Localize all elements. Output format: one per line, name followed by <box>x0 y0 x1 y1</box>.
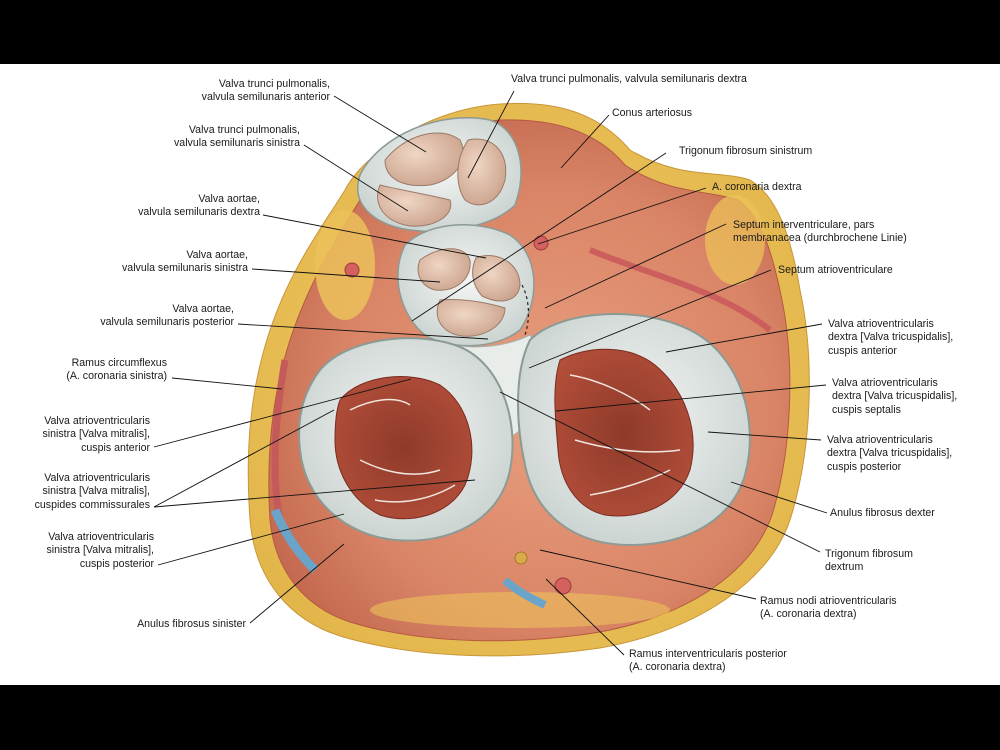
label-trig-sin: Trigonum fibrosum sinistrum <box>679 145 812 158</box>
leader-lines <box>153 90 828 656</box>
pulmonary-valve <box>357 117 522 233</box>
label-line: A. coronaria dextra <box>712 181 802 193</box>
label-line: (A. coronaria dextra) <box>629 661 726 674</box>
label-line: Trigonum fibrosum <box>825 548 913 560</box>
label-line: Valva atrioventricularis <box>44 472 150 484</box>
label-line: Ramus interventricularis posterior <box>629 648 787 660</box>
top-black-band <box>0 0 1000 64</box>
label-circumflexus: Ramus circumflexus (A. coronaria sinistr… <box>0 357 167 384</box>
label-line: valvula semilunaris sinistra <box>122 262 248 275</box>
label-coronaria-dextra: A. coronaria dextra <box>712 181 802 194</box>
label-line: dextrum <box>825 561 864 574</box>
label-mitr-commiss: Valva atrioventricularis sinistra [Valva… <box>0 472 150 512</box>
label-line: dextra [Valva tricuspidalis], <box>832 390 958 403</box>
label-line: Anulus fibrosus dexter <box>830 507 935 519</box>
label-line: Valva aortae, <box>186 249 248 261</box>
interventricular-artery <box>554 577 572 595</box>
label-line: Valva atrioventricularis <box>828 318 934 330</box>
label-line: (A. coronaria sinistra) <box>66 370 167 383</box>
label-anulus-dexter: Anulus fibrosus dexter <box>830 507 935 520</box>
label-septum-av: Septum atrioventriculare <box>778 264 893 277</box>
label-line: Trigonum fibrosum sinistrum <box>679 145 813 157</box>
label-line: valvula semilunaris anterior <box>201 91 330 104</box>
label-line: Valva atrioventricularis <box>832 377 938 389</box>
label-line: Valva atrioventricularis <box>827 434 933 446</box>
label-line: Conus arteriosus <box>612 107 693 119</box>
label-pulm-sinistra: Valva trunci pulmonalis, valvula semilun… <box>110 124 300 151</box>
label-line: Ramus circumflexus <box>71 357 167 369</box>
label-line: Valva trunci pulmonalis, <box>218 78 330 90</box>
bottom-black-band <box>0 685 1000 750</box>
tricuspid-valve <box>517 312 751 547</box>
label-line: dextra [Valva tricuspidalis], <box>828 331 954 344</box>
fat-patch-left <box>315 210 375 320</box>
label-tric-septalis: Valva atrioventricularis dextra [Valva t… <box>832 377 957 417</box>
left-coronary-artery <box>344 262 360 278</box>
label-line: sinistra [Valva mitralis], <box>42 485 150 498</box>
label-line: Valva atrioventricularis <box>44 415 150 427</box>
label-line: cuspis anterior <box>828 344 897 357</box>
label-line: Valva aortae, <box>198 193 260 205</box>
label-mitr-anterior: Valva atrioventricularis sinistra [Valva… <box>0 415 150 455</box>
fat-patch-right <box>705 195 765 285</box>
label-line: sinistra [Valva mitralis], <box>42 428 150 441</box>
label-line: Anulus fibrosus sinister <box>137 618 246 630</box>
label-line: Septum atrioventriculare <box>778 264 893 276</box>
label-aort-posterior: Valva aortae, valvula semilunaris poster… <box>44 303 234 330</box>
label-line: sinistra [Valva mitralis], <box>46 544 154 557</box>
membranous-septum-dashed <box>521 284 529 336</box>
label-anulus-sinister: Anulus fibrosus sinister <box>60 618 246 631</box>
right-coronary-groove <box>588 247 772 333</box>
label-line: Septum interventriculare, pars <box>733 219 875 231</box>
label-pulm-dextra: Valva trunci pulmonalis, valvula semilun… <box>511 73 747 86</box>
label-pulm-anterior: Valva trunci pulmonalis, valvula semilun… <box>140 78 330 105</box>
label-line: cuspis posterior <box>827 460 902 473</box>
label-ramus-interv: Ramus interventricularis posterior (A. c… <box>629 648 787 675</box>
label-line: membranacea (durchbrochene Linie) <box>733 232 907 245</box>
label-tric-anterior: Valva atrioventricularis dextra [Valva t… <box>828 318 953 358</box>
label-aort-dextra: Valva aortae, valvula semilunaris dextra <box>70 193 260 220</box>
label-line: cuspis septalis <box>832 403 901 416</box>
label-conus: Conus arteriosus <box>612 107 692 120</box>
label-line: Valva atrioventricularis <box>48 531 154 543</box>
label-line: Valva trunci pulmonalis, valvula semilun… <box>511 73 747 85</box>
label-line: valvula semilunaris dextra <box>138 206 260 219</box>
blue-vein-left <box>270 508 319 574</box>
label-line: cuspis posterior <box>79 557 154 570</box>
label-line: dextra [Valva tricuspidalis], <box>827 447 953 460</box>
label-line: cuspides commissurales <box>34 498 150 511</box>
label-line: Ramus nodi atrioventricularis <box>760 595 897 607</box>
mitral-valve <box>298 337 514 542</box>
label-line: valvula semilunaris sinistra <box>174 137 300 150</box>
label-line: valvula semilunaris posterior <box>100 316 234 329</box>
blue-vein-bottom <box>502 577 547 609</box>
label-tric-posterior: Valva atrioventricularis dextra [Valva t… <box>827 434 952 474</box>
label-trig-dextrum: Trigonum fibrosum dextrum <box>825 548 913 575</box>
label-mitr-posterior: Valva atrioventricularis sinistra [Valva… <box>0 531 154 571</box>
label-ramus-nodi: Ramus nodi atrioventricularis (A. corona… <box>760 595 897 622</box>
label-line: Valva aortae, <box>172 303 234 315</box>
av-nodal-artery <box>514 551 528 565</box>
label-line: cuspis anterior <box>81 441 150 454</box>
fat-patch-bottom <box>370 592 670 628</box>
label-septum-membr: Septum interventriculare, pars membranac… <box>733 219 907 246</box>
label-line: (A. coronaria dextra) <box>760 608 857 621</box>
label-aort-sinistra: Valva aortae, valvula semilunaris sinist… <box>58 249 248 276</box>
label-line: Valva trunci pulmonalis, <box>188 124 300 136</box>
